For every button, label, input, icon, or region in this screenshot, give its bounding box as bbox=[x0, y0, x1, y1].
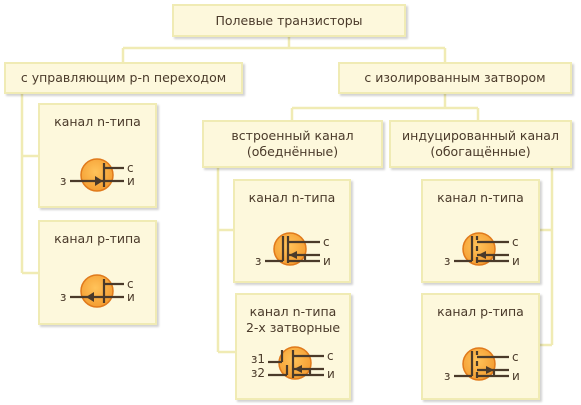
pin-drain: с bbox=[127, 277, 134, 291]
pin-gate: з bbox=[444, 254, 450, 268]
mosfet-enhancement-p-symbol: з с и bbox=[444, 347, 520, 383]
substrate-arrow-icon bbox=[478, 251, 486, 259]
branch-pn-label: с управляющим p-n переходом bbox=[20, 70, 227, 85]
branch-built-in-channel: встроенный канал (обеднённые) bbox=[202, 120, 383, 168]
leaf-depletion-n-channel: канал n-типа bbox=[233, 179, 351, 283]
pin-source: и bbox=[327, 367, 335, 381]
leaf-enhancement-p-channel: канал p-типа bbox=[421, 293, 540, 400]
pin-gate: з bbox=[60, 290, 66, 304]
leaf-pn-p-label: канал p-типа bbox=[54, 231, 141, 246]
pin-gate: з bbox=[444, 369, 450, 383]
pin-source: и bbox=[127, 174, 135, 188]
root-label: Полевые транзисторы bbox=[215, 12, 363, 28]
substrate-arrow-icon bbox=[289, 251, 297, 259]
gate-arrow-out-icon bbox=[86, 292, 94, 302]
jfet-p-channel-symbol: з с и bbox=[60, 274, 135, 308]
gate-arrow-in-icon bbox=[95, 176, 103, 186]
leaf-depletion-dual-gate: канал n-типа 2-х затворные bbox=[235, 293, 351, 400]
pin-drain: с bbox=[127, 161, 134, 175]
leaf-pn-p-channel: канал p-типа bbox=[38, 220, 157, 325]
pin-source: и bbox=[512, 254, 520, 268]
pin-source: и bbox=[512, 369, 520, 383]
substrate-arrow-icon bbox=[486, 366, 494, 374]
pin-source: и bbox=[127, 290, 135, 304]
pin-gate: з bbox=[255, 254, 261, 268]
pin-drain: с bbox=[323, 235, 330, 249]
pin-drain: с bbox=[512, 235, 519, 249]
pin-gate: з bbox=[60, 174, 66, 188]
mosfet-enhancement-n-symbol: з с и bbox=[444, 232, 520, 268]
root-node: Полевые транзисторы bbox=[172, 4, 406, 37]
leaf-dep-n-label: канал n-типа bbox=[248, 190, 336, 205]
jfet-n-channel-symbol: з с и bbox=[60, 158, 135, 192]
branch-insulated-label: с изолированным затвором bbox=[364, 70, 546, 85]
mosfet-depletion-n-symbol: з с и bbox=[255, 232, 331, 268]
leaf-dep-dual-label: канал n-типа 2-х затворные bbox=[245, 304, 341, 335]
mosfet-dual-gate-symbol: з1 з2 с и bbox=[251, 346, 335, 381]
substrate-arrow-icon bbox=[294, 365, 302, 373]
pin-drain: с bbox=[512, 350, 519, 364]
leaf-pn-n-label: канал n-типа bbox=[54, 114, 141, 129]
branch-insulated-gate: с изолированным затвором bbox=[338, 62, 572, 94]
branch-induced-channel: индуцированный канал (обогащённые) bbox=[389, 120, 572, 168]
leaf-enh-p-label: канал p-типа bbox=[437, 304, 524, 319]
pin-gate-1: з1 bbox=[251, 352, 265, 366]
pin-gate-2: з2 bbox=[251, 366, 265, 380]
branch-induced-label: индуцированный канал (обогащённые) bbox=[402, 128, 559, 159]
branch-built-in-label: встроенный канал (обеднённые) bbox=[231, 128, 354, 159]
pin-drain: с bbox=[327, 349, 334, 363]
pin-source: и bbox=[323, 254, 331, 268]
leaf-enh-n-label: канал n-типа bbox=[437, 190, 524, 205]
branch-pn-junction: с управляющим p-n переходом bbox=[4, 62, 243, 94]
